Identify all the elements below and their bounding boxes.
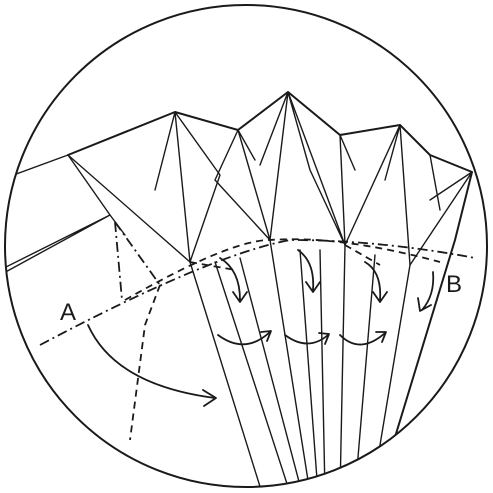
left-flap [5,154,126,276]
down-arrow-icon [219,249,435,312]
upper-fan-folds [67,91,473,266]
label-b: B [446,271,462,298]
top-outline [67,91,473,471]
curved-arrow-icon [87,324,387,407]
label-a: A [60,299,76,326]
lower-pleat-lines [189,239,411,487]
diagram-content [5,91,476,487]
valley-fold-lines [124,238,441,441]
circle-frame [4,4,488,488]
mountain-fold-lines [39,221,476,346]
